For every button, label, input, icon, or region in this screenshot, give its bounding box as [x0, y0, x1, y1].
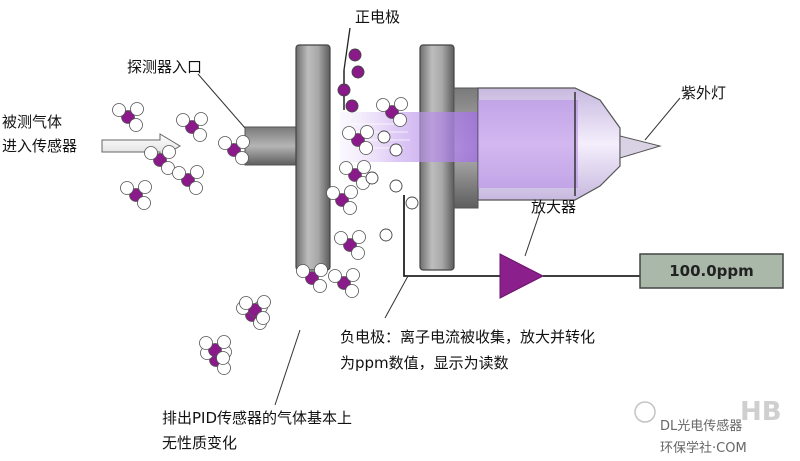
negative-ion — [348, 48, 362, 62]
lamp-tip — [619, 135, 662, 159]
molecule — [144, 145, 176, 175]
watermark-account: DL光电传感器 — [660, 419, 743, 434]
negative-ion — [337, 83, 351, 97]
ion-particles — [337, 48, 419, 242]
exhaust-leader — [274, 329, 301, 406]
molecule — [172, 165, 204, 195]
ppm-display — [639, 253, 784, 289]
molecule — [112, 102, 144, 132]
positive-ion — [389, 143, 403, 157]
amplifier-leader — [524, 211, 541, 257]
molecule — [239, 295, 271, 325]
molecule — [326, 185, 358, 215]
positive-ion — [405, 196, 419, 210]
negative-ion — [351, 65, 365, 79]
exhaust-label-line1: 排出PID传感器的气体基本上 — [162, 409, 353, 427]
molecule — [296, 263, 328, 293]
positive-electrode-label: 正电极 — [355, 8, 401, 26]
molecule — [176, 112, 208, 142]
inlet-tube — [244, 126, 301, 166]
positive-ion — [377, 130, 391, 144]
uv-lamp-glow — [478, 100, 578, 188]
positive-ion — [379, 228, 393, 242]
amplifier-label: 放大器 — [531, 198, 577, 216]
exhaust-label-line2: 无性质变化 — [162, 434, 238, 452]
negative-electrode-lead — [403, 195, 505, 277]
molecule — [376, 97, 408, 127]
watermark-logo-text: HB — [740, 397, 782, 427]
positive-electrode-wire — [343, 27, 351, 71]
probe-inlet-leader — [197, 73, 246, 129]
molecule — [218, 135, 250, 165]
negative-electrode-label-line1: 负电极：离子电流被收集，放大并转化 — [340, 328, 596, 346]
positive-ion — [389, 179, 403, 193]
molecule — [120, 180, 152, 210]
ppm-reading: 100.0ppm — [669, 262, 754, 280]
gas-in-label-line2: 进入传感器 — [2, 137, 78, 155]
molecule — [339, 160, 371, 190]
gas-in-label-line1: 被测气体 — [2, 113, 63, 131]
left-electrode-plate — [295, 44, 331, 271]
uv-lamp-label: 紫外灯 — [681, 84, 727, 102]
uv-lamp-leader — [644, 97, 681, 141]
molecule — [342, 125, 374, 155]
gas-molecules — [112, 97, 408, 375]
watermark-brand: 环保学社·COM — [660, 441, 747, 456]
negative-ion — [345, 99, 359, 113]
watermark-logo: HB — [634, 397, 782, 427]
amplifier-triangle — [499, 253, 545, 299]
molecule — [334, 230, 366, 260]
negative-electrode-label-line2: 为ppm数值，显示为读数 — [340, 354, 509, 372]
probe-inlet-label: 探测器入口 — [127, 58, 203, 76]
negative-electrode-leader — [384, 275, 409, 319]
molecule — [199, 335, 231, 365]
positive-ion — [365, 171, 379, 185]
molecule — [328, 268, 360, 298]
